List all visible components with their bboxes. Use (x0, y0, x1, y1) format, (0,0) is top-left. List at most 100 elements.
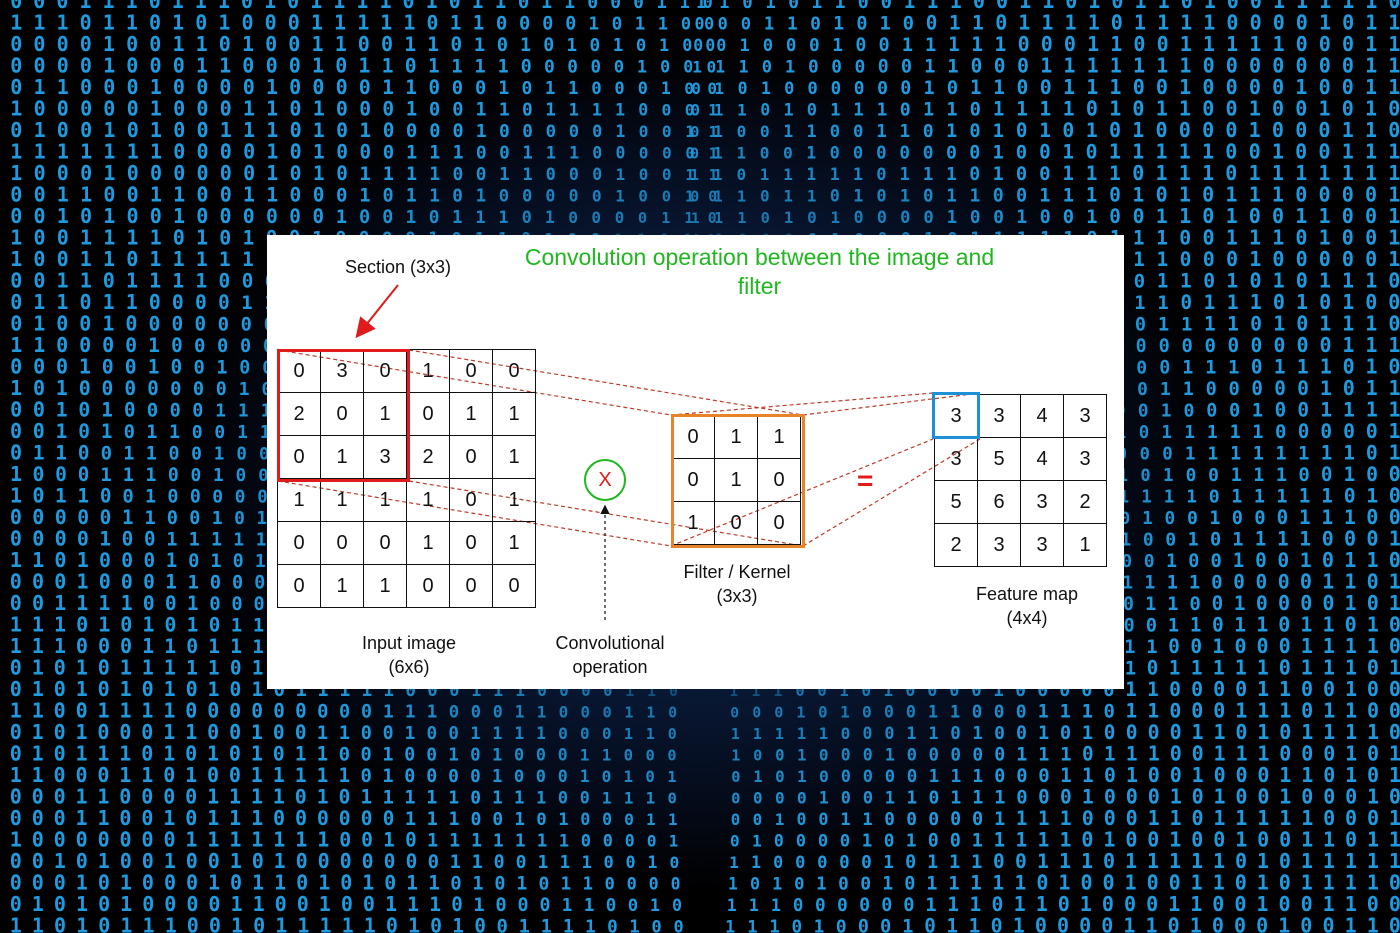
binary-digit: 0 (452, 78, 463, 99)
binary-digit: 0 (1257, 763, 1269, 787)
binary-digit: 0 (289, 205, 301, 228)
binary-digit: 1 (359, 119, 371, 142)
binary-digit: 0 (1137, 379, 1148, 400)
binary-digit: 1 (1123, 914, 1135, 933)
binary-digit: 0 (708, 188, 717, 206)
binary-digit: 0 (668, 705, 677, 722)
binary-digit: 1 (949, 852, 960, 873)
binary-digit: 1 (1343, 399, 1355, 422)
binary-digit: 1 (1039, 186, 1050, 207)
binary-digit: 1 (862, 832, 873, 852)
binary-digit: 1 (928, 703, 938, 723)
binary-digit: 1 (1039, 98, 1051, 121)
binary-digit: 1 (992, 872, 1004, 895)
binary-digit: 0 (863, 766, 873, 786)
binary-digit: 0 (1301, 785, 1313, 809)
binary-digit: 0 (693, 36, 703, 55)
binary-digit: 0 (382, 207, 393, 228)
binary-digit: 0 (296, 871, 308, 895)
binary-digit: 1 (143, 914, 155, 933)
binary-digit: 1 (1170, 785, 1182, 809)
binary-digit: 0 (242, 54, 254, 78)
binary-digit: 0 (1279, 720, 1291, 744)
binary-digit: 1 (616, 165, 626, 184)
binary-digit: 1 (382, 55, 394, 78)
binary-digit: 0 (494, 874, 505, 895)
binary-digit: 1 (1301, 828, 1313, 852)
binary-digit: 1 (880, 14, 891, 35)
binary-digit: 1 (771, 896, 781, 916)
binary-digit: 0 (212, 487, 223, 508)
binary-digit: 1 (714, 101, 724, 120)
binary-digit: 0 (403, 0, 415, 13)
binary-digit: 1 (807, 121, 817, 141)
binary-digit: 0 (521, 57, 532, 78)
binary-digit: 1 (1088, 11, 1100, 35)
binary-digit: 1 (752, 832, 762, 851)
binary-digit: 0 (830, 143, 840, 163)
binary-digit: 0 (427, 724, 438, 744)
binary-digit: 1 (185, 828, 197, 852)
binary-digit: 1 (10, 161, 22, 185)
binary-digit: 0 (426, 745, 437, 766)
binary-digit: 0 (187, 914, 199, 933)
binary-digit: 1 (669, 832, 679, 851)
binary-digit: 1 (98, 806, 110, 830)
binary-digit: 0 (1079, 914, 1091, 933)
binary-digit: 0 (1211, 572, 1222, 594)
binary-digit: 0 (858, 917, 869, 933)
binary-digit: 0 (141, 806, 153, 830)
binary-digit: 0 (1296, 247, 1308, 271)
binary-digit: 1 (685, 188, 694, 206)
binary-digit: 1 (32, 613, 44, 637)
binary-digit: 1 (383, 680, 394, 701)
binary-digit: 1 (1389, 570, 1400, 594)
binary-digit: 0 (195, 291, 207, 314)
binary-digit: 0 (602, 724, 611, 743)
binary-digit: 1 (833, 14, 844, 35)
binary-digit: 0 (1279, 892, 1291, 916)
binary-digit: 1 (207, 742, 219, 766)
binary-digit: 0 (475, 78, 486, 99)
binary-digit: 0 (519, 14, 530, 35)
binary-digit: 1 (900, 121, 911, 142)
binary-digit: 0 (273, 806, 285, 830)
binary-digit: 0 (841, 788, 851, 808)
binary-digit: 0 (1295, 183, 1307, 207)
binary-digit: 1 (405, 723, 416, 744)
binary-digit: 1 (79, 0, 91, 13)
binary-digit: 1 (10, 97, 22, 121)
binary-digit: 0 (34, 161, 46, 185)
binary-digit: 1 (1168, 615, 1179, 637)
binary-digit: 0 (610, 0, 621, 13)
binary-digit: 0 (76, 613, 88, 637)
binary-digit: 1 (1389, 828, 1400, 852)
binary-digit: 1 (708, 101, 718, 120)
binary-digit: 0 (429, 99, 440, 121)
binary-digit: 0 (452, 100, 463, 121)
binary-digit: 1 (1147, 678, 1159, 701)
binary-digit: 0 (662, 166, 671, 184)
binary-digit: 1 (1342, 161, 1354, 185)
binary-digit: 1 (80, 247, 92, 271)
binary-digit: 0 (10, 527, 22, 551)
binary-digit: 0 (54, 785, 66, 809)
binary-digit: 1 (1161, 401, 1172, 422)
binary-digit: 0 (98, 892, 110, 916)
binary-digit: 1 (545, 101, 556, 121)
binary-digit: 1 (1041, 11, 1053, 35)
binary-digit: 0 (518, 0, 529, 13)
binary-digit: 1 (1185, 445, 1196, 465)
binary-digit: 0 (381, 32, 393, 56)
binary-digit: 1 (1320, 399, 1332, 422)
binary-digit: 0 (603, 831, 613, 851)
binary-digit: 1 (471, 680, 481, 700)
binary-digit: 1 (56, 420, 68, 443)
binary-digit: 0 (859, 895, 870, 916)
binary-digit: 1 (1388, 140, 1400, 164)
binary-digit: 1 (495, 0, 507, 13)
binary-digit: 0 (861, 853, 872, 873)
binary-digit: 1 (646, 789, 656, 808)
binary-digit: 0 (1188, 551, 1199, 572)
